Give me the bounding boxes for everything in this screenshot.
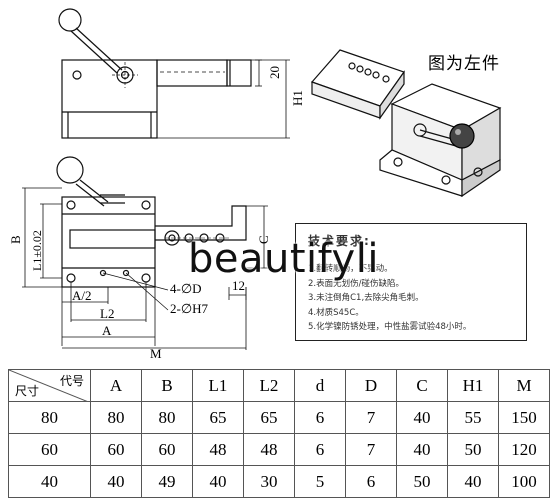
column-header: H1 (447, 369, 499, 402)
side-view (58, 8, 290, 139)
table-cell: 40 (90, 465, 142, 498)
table-cell: 60 (8, 433, 91, 466)
table-cell: 6 (294, 433, 346, 466)
table-cell: 80 (8, 401, 91, 434)
table-cell: 48 (243, 433, 295, 466)
table-corner-cell: 代号 尺寸 (8, 369, 91, 402)
table-row: 60 60 60 48 48 6 7 40 50 120 (8, 433, 550, 466)
table-cell: 6 (294, 401, 346, 434)
table-header-row: 代号 尺寸 A B L1 L2 d D C H1 M (8, 369, 550, 402)
corner-diagonal (9, 370, 87, 401)
table-cell: 7 (345, 401, 397, 434)
requirement-item: 3.未注倒角C1,去除尖角毛刺。 (308, 293, 424, 304)
dim-a2-label: A/2 (72, 288, 92, 303)
requirements-list: 1.翻转顺畅，不晃动。 2.表面无划伤/碰伤缺陷。 3.未注倒角C1,去除尖角毛… (308, 262, 471, 335)
dim-b-label: B (8, 235, 23, 244)
dim-l1-label: L1±0.02 (30, 230, 44, 271)
table-cell: 80 (141, 401, 193, 434)
table-cell: 120 (498, 433, 550, 466)
column-header: B (141, 369, 193, 402)
technical-drawing: 20 H1 B L1±0.02 C 4-∅D 2-∅H7 12 A/2 L2 A… (8, 8, 502, 361)
dim-12-label: 12 (232, 278, 245, 293)
column-header: A (90, 369, 142, 402)
table-cell: 49 (141, 465, 193, 498)
dim-h7-label: 2-∅H7 (170, 301, 209, 316)
table-cell: 65 (243, 401, 295, 434)
dim-d-label: 4-∅D (170, 281, 202, 296)
table-cell: 40 (192, 465, 244, 498)
dim-m-label: M (150, 346, 162, 361)
table-cell: 48 (192, 433, 244, 466)
table-cell: 50 (396, 465, 448, 498)
table-cell: 7 (345, 433, 397, 466)
table-row: 80 80 80 65 65 6 7 40 55 150 (8, 401, 550, 434)
isometric-view (310, 49, 502, 198)
table-cell: 40 (8, 465, 91, 498)
column-header: C (396, 369, 448, 402)
table-cell: 40 (396, 433, 448, 466)
dim-l2-label: L2 (100, 306, 114, 321)
requirement-item: 1.翻转顺畅，不晃动。 (308, 264, 393, 274)
column-header: L2 (243, 369, 295, 402)
table-cell: 55 (447, 401, 499, 434)
table-cell: 5 (294, 465, 346, 498)
dimension-table: 代号 尺寸 A B L1 L2 d D C H1 M 80 80 80 65 6… (8, 369, 550, 498)
technical-requirements-box: 技术要求: 1.翻转顺畅，不晃动。 2.表面无划伤/碰伤缺陷。 3.未注倒角C1… (295, 223, 527, 341)
watermark-text: beautifyli (188, 236, 379, 282)
dim-a-label: A (102, 323, 112, 338)
table-cell: 40 (396, 401, 448, 434)
requirement-item: 4.材质S45C。 (308, 307, 364, 318)
corner-label-size: 尺寸 (15, 384, 40, 398)
table-cell: 80 (90, 401, 142, 434)
corner-label-code: 代号 (59, 374, 84, 388)
table-cell: 40 (447, 465, 499, 498)
requirement-item: 5.化学镍防锈处理，中性盐雾试验48小时。 (308, 322, 472, 333)
dim-20-label: 20 (267, 66, 282, 79)
table-cell: 30 (243, 465, 295, 498)
column-header: D (345, 369, 397, 402)
requirement-item: 2.表面无划伤/碰伤缺陷。 (308, 278, 404, 289)
requirements-title: 技术要求: (308, 234, 371, 248)
column-header: L1 (192, 369, 244, 402)
table-cell: 60 (90, 433, 142, 466)
column-header: M (498, 369, 550, 402)
table-cell: 100 (498, 465, 550, 498)
table-row: 40 40 49 40 30 5 6 50 40 100 (8, 465, 550, 498)
plan-view (22, 156, 268, 350)
dim-c-label: C (256, 235, 271, 244)
table-cell: 6 (345, 465, 397, 498)
figure-caption: 图为左件 (428, 54, 500, 74)
dim-h1-label: H1 (290, 90, 305, 106)
column-header: d (294, 369, 346, 402)
table-cell: 150 (498, 401, 550, 434)
table-cell: 60 (141, 433, 193, 466)
table-cell: 65 (192, 401, 244, 434)
table-cell: 50 (447, 433, 499, 466)
